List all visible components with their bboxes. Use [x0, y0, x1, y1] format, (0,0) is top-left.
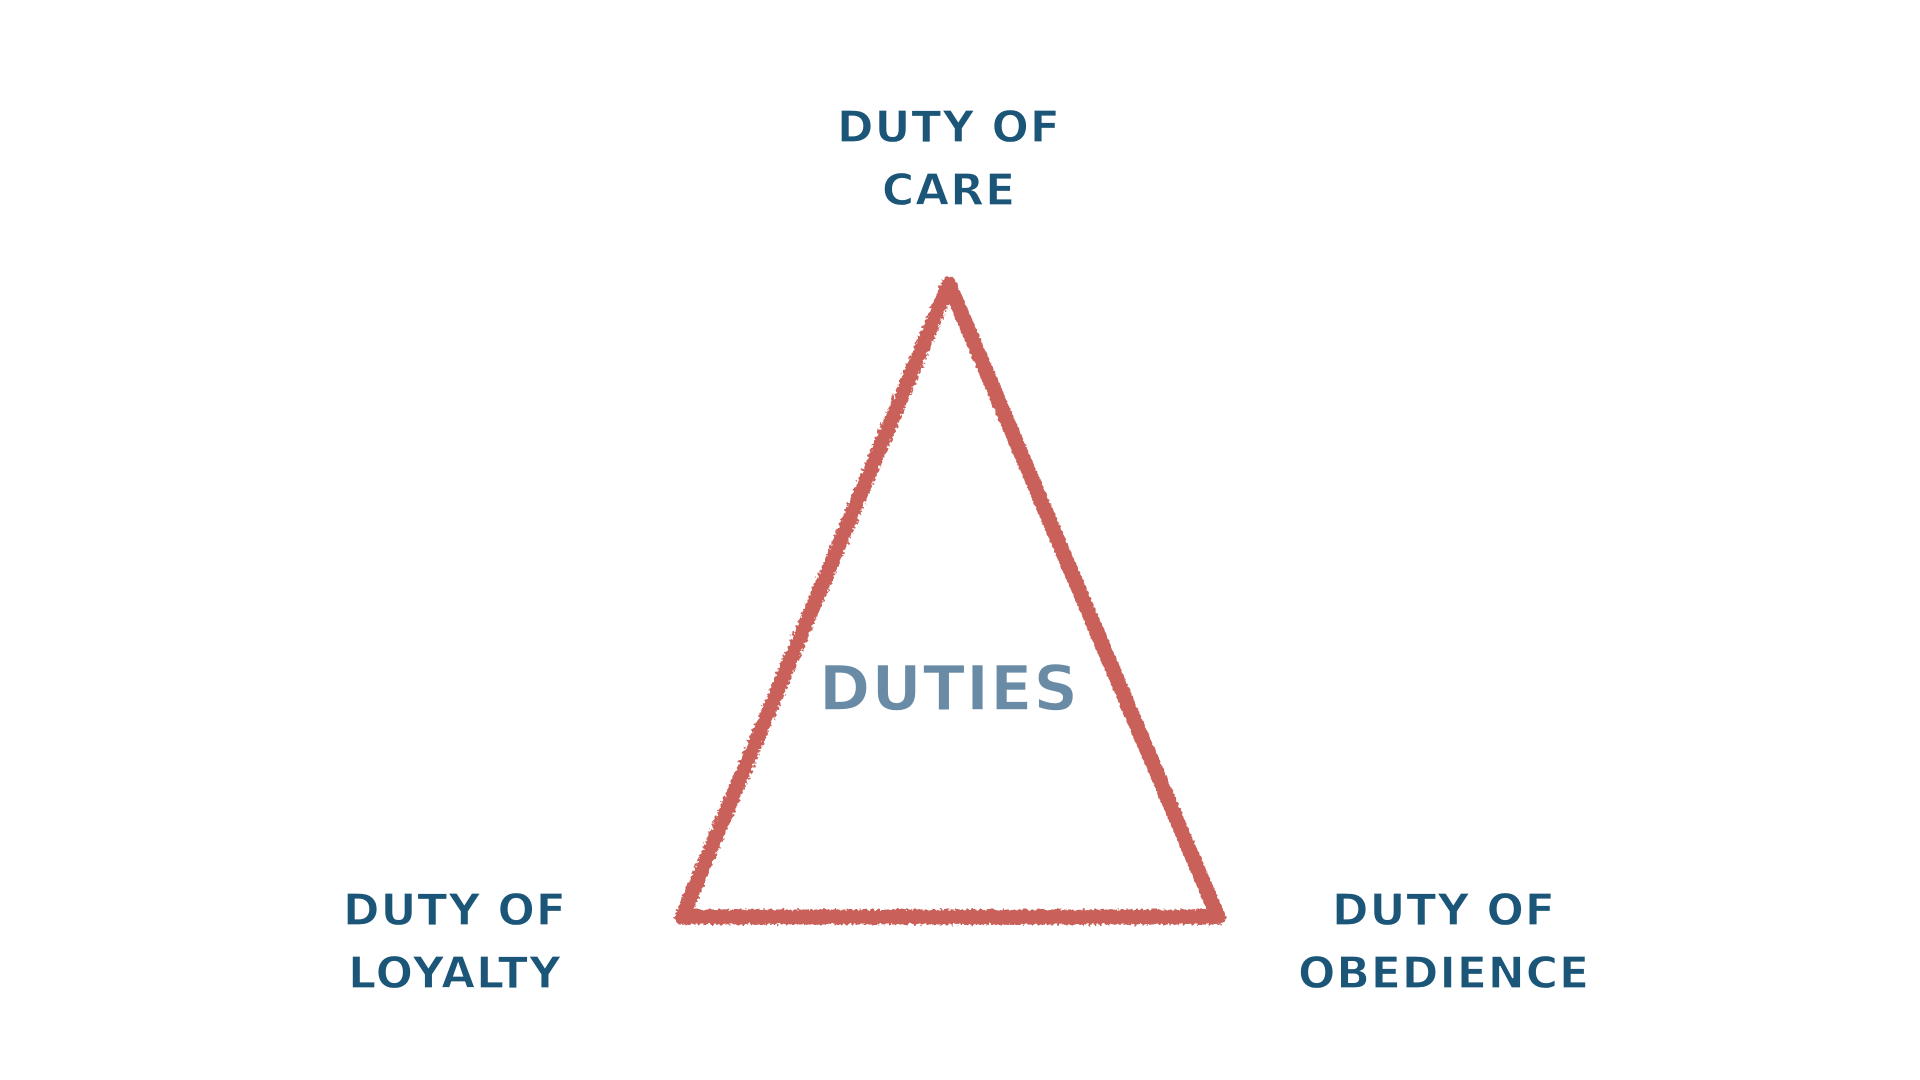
triangle-outline: [674, 276, 1226, 925]
node-duty-of-loyalty: Duty of Loyalty: [342, 879, 567, 1005]
node-line2: Obedience: [1297, 947, 1591, 999]
node-duty-of-care: Duty of Care: [836, 96, 1061, 222]
node-line2: Loyalty: [348, 947, 562, 999]
node-line2: Care: [881, 164, 1017, 216]
node-line1: Duty of: [342, 884, 567, 936]
node-line1: Duty of: [1331, 884, 1556, 936]
center-label: Duties: [818, 651, 1080, 726]
node-duty-of-obedience: Duty of Obedience: [1297, 879, 1591, 1005]
node-line1: Duty of: [836, 101, 1061, 153]
